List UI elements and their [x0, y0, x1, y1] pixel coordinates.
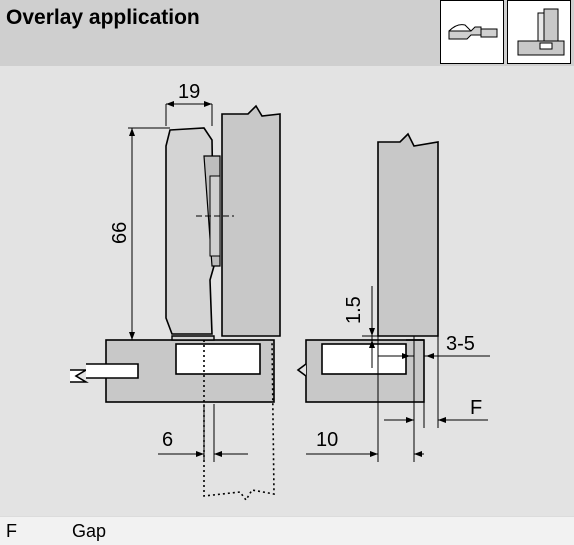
cabinet-side-panel — [221, 104, 281, 337]
overlay-hinge-top-view-icon — [440, 0, 504, 64]
overlay-hinge-side-view-icon — [507, 0, 571, 64]
hinge-arm — [165, 127, 215, 335]
legend-value: Gap — [72, 521, 107, 541]
dim-plate-offset: 1.5 — [343, 296, 365, 324]
hinge-cup-hole — [175, 343, 261, 375]
hinge-cup-hole-right — [321, 343, 407, 375]
dim-hinge-height: 66 — [109, 222, 131, 244]
header-bar: Overlay application — [0, 0, 574, 66]
dim-edge-distance: 10 — [316, 429, 338, 451]
drilling-dotted-outline — [203, 339, 275, 502]
legend-row: F Gap — [0, 516, 574, 545]
dim-drill-distance: 6 — [162, 429, 173, 451]
door-break-cut — [86, 364, 138, 378]
dim-gap-label: F — [470, 397, 482, 419]
dim-hinge-width: 19 — [178, 81, 200, 103]
hinge-technical-drawing: 19 66 6 1.5 3-5 — [0, 66, 574, 516]
cabinet-side-panel-right — [377, 132, 439, 337]
page-title: Overlay application — [6, 6, 200, 29]
legend-key: F — [6, 521, 17, 541]
dim-overlay-range: 3-5 — [446, 333, 475, 355]
